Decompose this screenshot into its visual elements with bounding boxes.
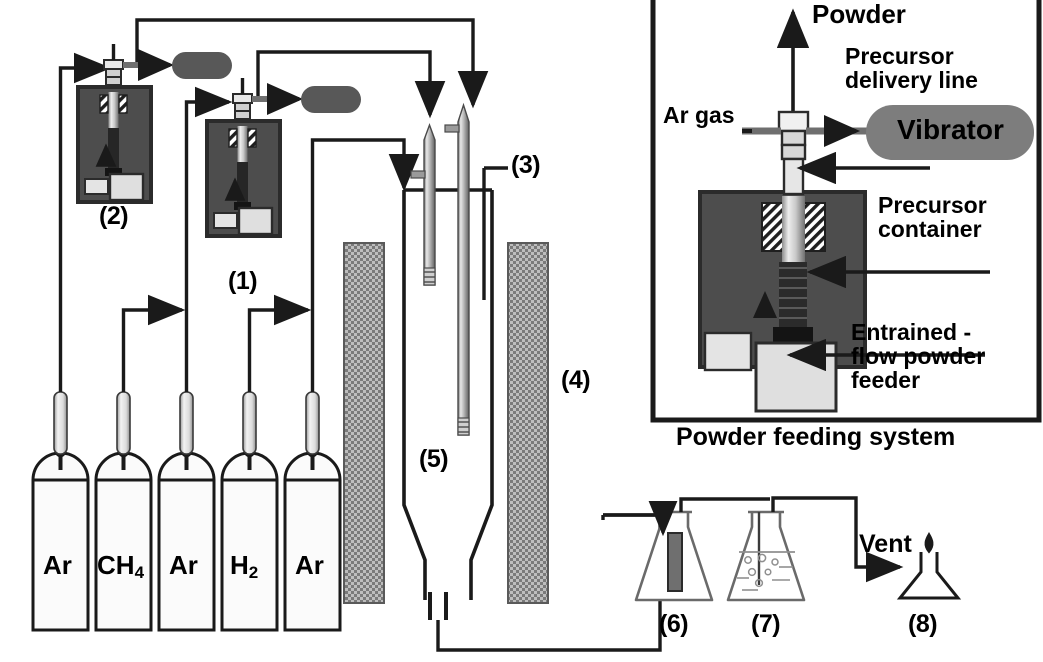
gas-cylinder-label-ch4: CH4 <box>97 550 145 582</box>
reactor-vessel <box>402 188 494 620</box>
gas-cylinder-label-h2: H2 <box>230 550 259 582</box>
inset-caption: Powder feeding system <box>676 423 956 451</box>
callout-feeder-1: (1) <box>228 267 258 295</box>
inset-powder-label: Powder <box>812 0 906 29</box>
flowmeter-group <box>53 391 320 455</box>
vibrator-2 <box>172 52 232 79</box>
inset-entrained-feeder-label-2: flow powder <box>851 343 986 370</box>
inset-entrained-feeder-label-1: Entrained - <box>851 319 972 345</box>
callout-feeder-2: (2) <box>99 202 129 230</box>
inset-precursor-container-label-2: container <box>878 216 982 243</box>
gas-piping <box>58 18 489 392</box>
inset-delivery-line-label: Precursor delivery line <box>845 44 978 92</box>
inset-delivery-line-label-2: delivery line <box>845 67 978 94</box>
inset-entrained-feeder-label: Entrained - flow powder feeder <box>851 319 986 394</box>
callout-3-leader <box>482 166 508 300</box>
flame-vent <box>896 532 962 600</box>
vibrator-1 <box>301 86 361 113</box>
inset-ar-gas-label: Ar gas <box>663 102 735 128</box>
powder-feeder-2 <box>76 44 174 204</box>
powder-feeder-1 <box>205 78 303 238</box>
gas-cylinder-label-ar-1: Ar <box>43 550 72 580</box>
heater-blocks <box>343 242 549 604</box>
callout-filter-flask: (6) <box>659 610 689 638</box>
callout-injector-probe: (3) <box>511 151 541 179</box>
gas-cylinder-label-ar-2: Ar <box>169 550 198 580</box>
gas-cylinder-group <box>31 451 342 632</box>
callout-flame-vent: (8) <box>908 610 938 638</box>
gas-cylinder-label-ar-3: Ar <box>295 550 324 580</box>
inset-feeder-assembly <box>698 8 990 413</box>
callout-reactor: (5) <box>419 445 449 473</box>
inset-delivery-line-label-1: Precursor <box>845 43 954 69</box>
inset-vibrator-label: Vibrator <box>897 114 1004 145</box>
inset-precursor-container-label-1: Precursor <box>878 192 987 218</box>
inset-precursor-container-label: Precursor container <box>878 193 987 241</box>
collection-train <box>634 496 904 602</box>
inset-vibrator-pill <box>866 105 1034 160</box>
injector-probes <box>410 102 470 436</box>
callout-bubbler-flask: (7) <box>751 610 781 638</box>
vent-label: Vent <box>859 530 912 558</box>
callout-heater: (4) <box>561 366 591 394</box>
inset-entrained-feeder-label-3: feeder <box>851 367 921 394</box>
